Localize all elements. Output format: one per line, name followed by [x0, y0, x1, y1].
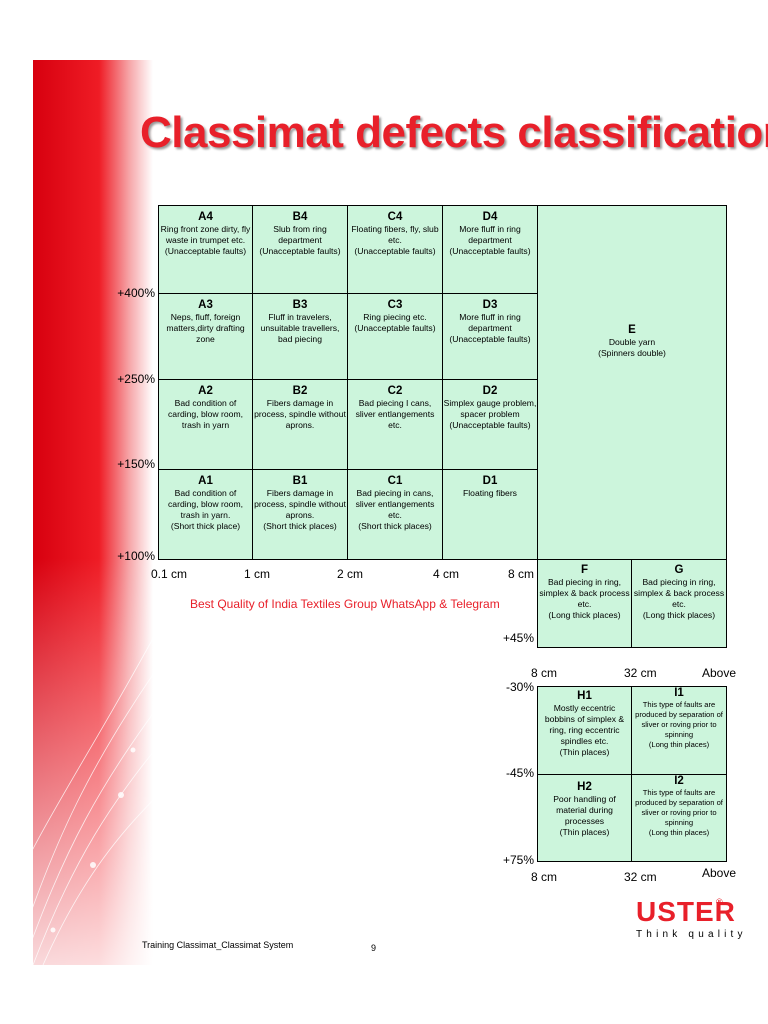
cell-code: G [674, 564, 684, 576]
y-label-250: +250% [117, 372, 155, 386]
y-label-45-thick: +45% [502, 631, 534, 645]
cell-desc: This type of faults are produced by sepa… [635, 788, 723, 837]
cell-desc: Fibers damage in process, spindle withou… [254, 398, 346, 430]
y-label-400: +400% [117, 286, 155, 300]
cell-desc: Ring front zone dirty, fly waste in trum… [160, 224, 251, 256]
cell-desc: Fluff in travelers, unsuitable traveller… [260, 312, 340, 344]
cell-code: C3 [387, 299, 403, 311]
y-label-45-thin: -45% [505, 766, 534, 780]
cell-code: A3 [198, 299, 213, 311]
cell-desc: Neps, fluff, foreign matters,dirty draft… [166, 312, 245, 344]
footer-text: Training Classimat_Classimat System [142, 940, 294, 950]
cell-desc: Simplex gauge problem, spacer problem (U… [443, 398, 537, 430]
thin-x-label-top-32cm: 32 cm [624, 666, 657, 680]
cell-code: C1 [387, 475, 403, 487]
cell-code: B1 [292, 475, 308, 487]
cell-desc: This type of faults are produced by sepa… [635, 700, 723, 749]
thin-x-label-bottom-above: Above [702, 866, 737, 880]
cell-code: A1 [198, 475, 213, 487]
whatsapp-telegram-link[interactable]: Best Quality of India Textiles Group Wha… [190, 597, 500, 611]
cell-desc: Bad piecing I cans, sliver entlangements… [355, 398, 435, 430]
cell-desc: More fluff in ring department (Unaccepta… [449, 312, 531, 344]
cell-code: C2 [387, 385, 403, 397]
cell-desc: Bad piecing in ring, simplex & back proc… [633, 577, 725, 620]
cell-code: B4 [292, 211, 308, 223]
cell-desc: Ring piecing etc. (Unacceptable faults) [354, 312, 436, 333]
uster-logo: USTER ® Think quality [636, 896, 747, 941]
y-label-100: +100% [117, 549, 155, 563]
cell-desc: Floating fibers [463, 488, 517, 498]
cell-code: F [580, 564, 589, 576]
cell-code: E [628, 324, 636, 336]
cell-desc: Bad piecing in ring, simplex & back proc… [539, 577, 630, 620]
cell-code: H2 [577, 781, 592, 793]
cell-code: A2 [198, 385, 213, 397]
logo-tagline: Think quality [636, 929, 747, 940]
cell-code: D2 [482, 385, 498, 397]
decorative-red-band [33, 60, 153, 965]
cell-desc: More fluff in ring department (Unaccepta… [449, 224, 531, 256]
cell-desc: Bad piecing in cans, sliver entlangement… [355, 488, 435, 531]
cell-desc: Mostly eccentric bobbins of simplex & ri… [544, 703, 625, 757]
thin-x-label-top-8cm: 8 cm [531, 666, 558, 680]
cell-desc: Bad condition of carding, blow room, tra… [168, 398, 243, 430]
x-label-8cm: 8 cm [508, 567, 535, 581]
cell-code: H1 [577, 690, 592, 702]
x-label-0-1cm: 0.1 cm [151, 567, 188, 581]
y-label-30-thin: -30% [505, 680, 534, 694]
cell-code: D3 [482, 299, 498, 311]
cell-desc: Bad condition of carding, blow room, tra… [168, 488, 243, 531]
cell-code: B2 [292, 385, 308, 397]
page-number: 9 [371, 943, 377, 953]
cell-code: I1 [674, 687, 684, 699]
cell-code: A4 [198, 211, 213, 223]
thin-x-label-bottom-32cm: 32 cm [624, 870, 657, 884]
cell-code: I2 [674, 775, 684, 787]
x-label-2cm: 2 cm [337, 567, 364, 581]
cell-desc: Floating fibers, fly, slub etc. (Unaccep… [351, 224, 439, 256]
y-label-150: +150% [117, 457, 155, 471]
x-label-4cm: 4 cm [433, 567, 460, 581]
cell-desc: Slub from ring department (Unacceptable … [259, 224, 341, 256]
x-label-1cm: 1 cm [244, 567, 271, 581]
cell-desc: Poor handling of material during process… [553, 794, 616, 837]
y-label-75-thin: +75% [502, 853, 534, 867]
thin-x-label-bottom-8cm: 8 cm [531, 870, 558, 884]
cell-desc: Double yarn (Spinners double) [598, 337, 666, 358]
red-band-graphic [33, 60, 153, 965]
cell-code: C4 [387, 211, 403, 223]
logo-wordmark: USTER [636, 896, 736, 927]
cell-code: D4 [482, 211, 498, 223]
cell-code: D1 [482, 475, 498, 487]
logo-registered-mark: ® [716, 897, 723, 907]
thin-x-label-top-above: Above [702, 666, 737, 680]
cell-code: B3 [292, 299, 308, 311]
slide-title: Classimat defects classification [140, 108, 768, 157]
cell-desc: Fibers damage in process, spindle withou… [254, 488, 346, 531]
